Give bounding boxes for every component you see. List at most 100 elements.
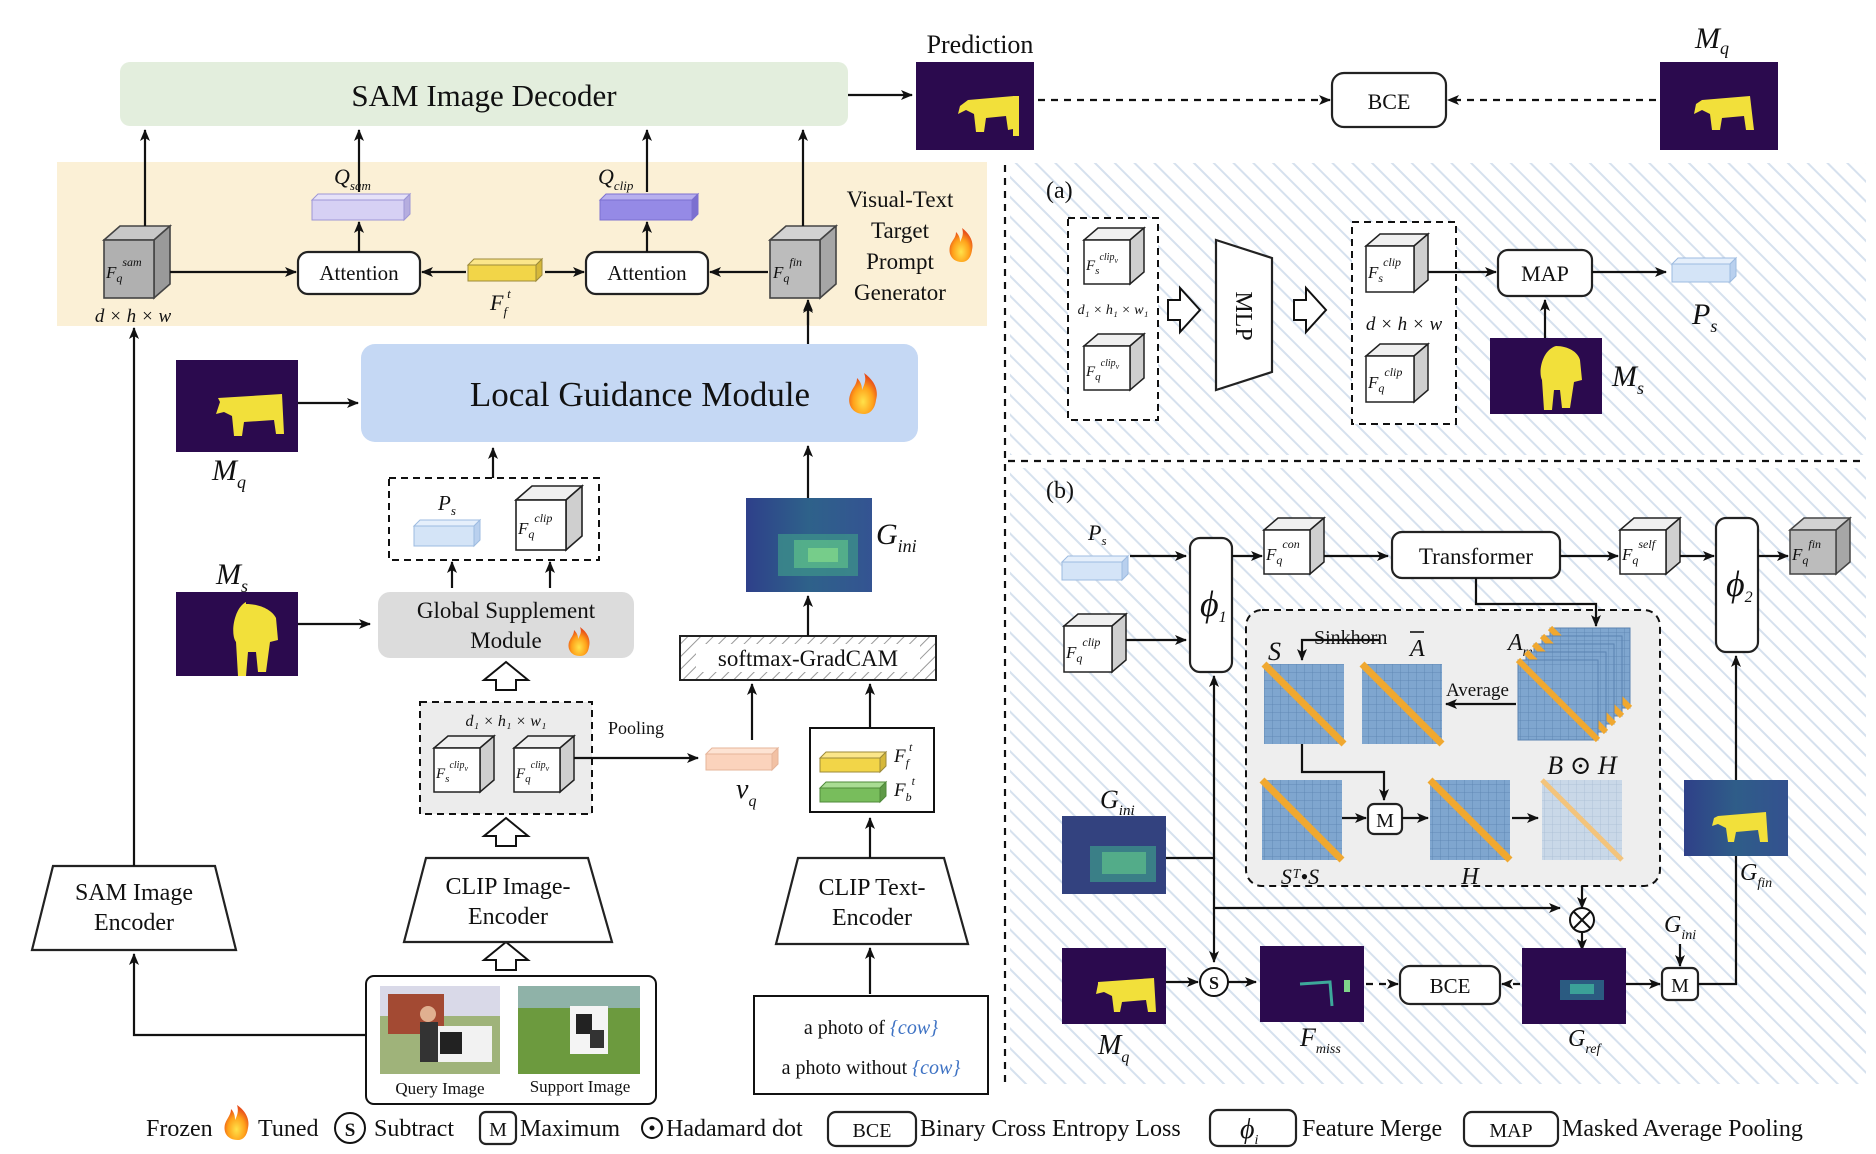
bce-bottom-label: BCE — [1430, 974, 1471, 998]
ms-left-mask — [176, 592, 298, 676]
svg-text:Fsclipv: Fsclipv — [1085, 252, 1118, 277]
pooling-label: Pooling — [608, 718, 664, 738]
average-label: Average — [1446, 680, 1509, 701]
legend-maximum: Maximum — [520, 1116, 620, 1142]
hollow-arrow — [481, 660, 531, 691]
dim-d1h1w1-left: d₁ × h₁ × w₁ — [466, 713, 547, 730]
g-ref-image — [1522, 948, 1626, 1024]
legend-bce-box — [826, 1110, 918, 1148]
clip-text-encoder — [774, 856, 970, 946]
phi2-block — [1714, 516, 1760, 654]
panel-b-f-fin-cube: Fqfin — [1787, 516, 1853, 576]
clip-image-encoder-line-1: CLIP Image- — [445, 874, 570, 900]
sam-image-decoder — [120, 62, 848, 126]
panel-a-ms-mask — [1490, 338, 1602, 414]
gsm-line-2: Module — [470, 628, 542, 653]
panel-b-g-ini-heatmap — [1062, 816, 1166, 894]
svg-text:Fqfin: Fqfin — [772, 255, 802, 285]
legend-maximum-box — [478, 1110, 518, 1146]
gsm-line-1: Global Supplement — [417, 598, 596, 623]
hollow-arrow-right — [1167, 285, 1202, 335]
bce-bottom-box — [1398, 964, 1502, 1006]
subtract-circle-label: S — [1209, 973, 1219, 993]
flame-icon — [949, 228, 973, 262]
attention-left-label: Attention — [319, 261, 399, 285]
hollow-arrow — [481, 816, 531, 847]
generator-label-line-3: Prompt — [866, 249, 934, 274]
legend-frozen: Frozen — [146, 1116, 213, 1142]
panel-a-dhw: d × h × w — [1366, 314, 1443, 335]
panel-b-ps-label: Ps — [1087, 520, 1107, 548]
q-clip-bar — [598, 192, 700, 222]
panel-a-tag: (a) — [1046, 178, 1073, 204]
svg-text:Fsclipv: Fsclipv — [435, 760, 468, 785]
sts-label: Sᵀ•S — [1281, 864, 1319, 889]
q-clip-label: Qclip — [598, 164, 634, 193]
query-image — [380, 986, 500, 1074]
g-fin-image — [1684, 780, 1788, 856]
g-ini-label: Gini — [876, 518, 917, 556]
ff-t-bar — [466, 257, 544, 283]
panel-a-fs-cube: Fsclipv — [1081, 226, 1147, 286]
ms-left-label: Ms — [215, 558, 248, 596]
h-matrix — [1427, 777, 1513, 863]
panel-b-g-ini-label: Gini — [1100, 785, 1135, 819]
ps-bar — [412, 518, 482, 548]
softmax-gradcam-text-bg — [696, 644, 920, 672]
local-guidance-module-label: Local Guidance Module — [470, 375, 810, 414]
abar-label: A — [1408, 636, 1425, 662]
legend-tuned: Tuned — [258, 1116, 318, 1142]
ff-t-label-2: Fft — [893, 740, 913, 770]
text-prompt-box — [753, 995, 989, 1095]
panel-b-tag: (b) — [1046, 478, 1074, 504]
phi1-block — [1188, 536, 1234, 674]
bce-top-box — [1330, 71, 1448, 129]
legend-bce-symbol: BCE — [853, 1120, 892, 1142]
legend: Frozen Tuned S Subtract M Maximum Hadama… — [146, 1105, 1803, 1148]
vq-label: vq — [736, 774, 756, 810]
svg-text:Fqsam: Fqsam — [105, 255, 142, 285]
panel-a-ps-label: Ps — [1691, 298, 1717, 336]
ps-label: Ps — [437, 491, 456, 518]
bh-label: B ⊙ H — [1547, 751, 1618, 780]
support-image — [518, 986, 640, 1074]
sinkhorn-label: Sinkhorn — [1314, 627, 1387, 649]
vq-bar — [704, 746, 780, 772]
legend-subtract: Subtract — [374, 1116, 454, 1142]
f-clip-cube: Fqclip — [513, 484, 585, 552]
q-sam-label: Qsam — [334, 164, 371, 193]
panel-b-ps-bar — [1060, 554, 1130, 582]
generator-label: Visual-Text Target Prompt Generator — [847, 187, 954, 305]
transformer-label: Transformer — [1419, 544, 1533, 569]
svg-text:Fqclipv: Fqclipv — [1085, 358, 1120, 383]
legend-feature-merge: Feature Merge — [1302, 1116, 1442, 1142]
sam-encoder-line-2: Encoder — [94, 910, 174, 936]
mq-left-label: Mq — [211, 454, 246, 492]
f-q-clipv-cube: Fqclipv — [511, 734, 577, 794]
local-guidance-module — [361, 344, 918, 442]
s-matrix-label: S — [1268, 637, 1281, 666]
legend-hadamard: Hadamard dot — [666, 1116, 803, 1142]
ps-fclip-group — [388, 477, 600, 561]
ff-t-label: Fft — [489, 286, 511, 319]
maximum-inner-label: M — [1376, 810, 1394, 832]
abar-matrix — [1359, 661, 1445, 747]
softmax-gradcam-label: softmax-GradCAM — [718, 646, 898, 671]
legend-maximum-symbol: M — [489, 1119, 507, 1141]
panel-a-fq-clip-cube: Fqclip — [1363, 342, 1431, 404]
panel-a-dim: d₁ × h₁ × w₁ — [1078, 303, 1149, 318]
prediction-label: Prediction — [927, 30, 1034, 59]
svg-text:Fqclip: Fqclip — [1367, 365, 1402, 395]
mq-left-mask — [176, 360, 298, 452]
sam-image-decoder-label: SAM Image Decoder — [351, 78, 617, 113]
f-con-cube: Fqcon — [1261, 516, 1327, 576]
hollow-arrow — [481, 940, 531, 971]
svg-text:Fqcon: Fqcon — [1265, 537, 1300, 567]
legend-map: Masked Average Pooling — [1562, 1116, 1803, 1142]
fb-t-bar — [818, 780, 888, 804]
phi1-label: ϕ1 — [1200, 584, 1227, 626]
dim-dhw-left: d × h × w — [95, 306, 172, 327]
legend-phi-symbol: ϕi — [1240, 1114, 1259, 1148]
legend-bce: Binary Cross Entropy Loss — [920, 1116, 1181, 1142]
legend-phi-box — [1208, 1108, 1298, 1148]
